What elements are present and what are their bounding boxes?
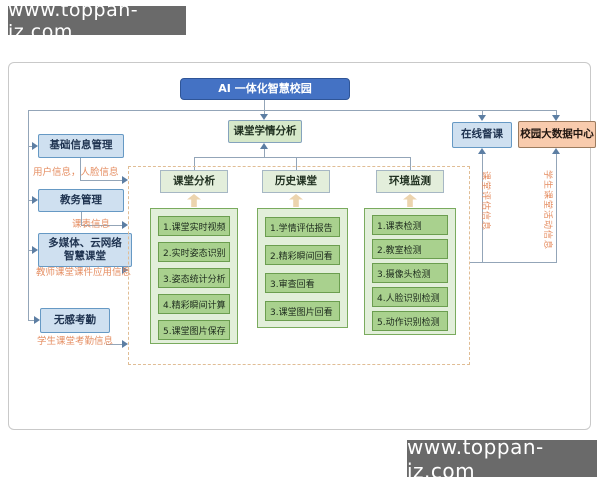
dashed-analysis-boundary: [128, 166, 470, 365]
connector-header2-drop: [296, 157, 297, 170]
arrowhead-right2-top: [552, 115, 560, 121]
arrowhead-right2-bottom: [552, 148, 560, 154]
connector-header3-drop: [410, 157, 411, 170]
node-online-supervision: 在线督课: [452, 122, 512, 148]
annotation-courseware-usage-info: 教师课堂课件应用信息: [36, 267, 132, 278]
connector-root-down: [264, 100, 265, 110]
list-item: 4.精彩瞬间计算: [158, 294, 230, 314]
connector-right1-up: [482, 153, 483, 262]
list-item: 1.课表检测: [372, 215, 448, 235]
arrowhead-ann4: [122, 340, 128, 348]
list-item: 3.课堂图片回看: [265, 301, 340, 321]
list-item: 1.课堂实时视频: [158, 216, 230, 236]
list-item: 3.审查回看: [265, 273, 340, 293]
stub-ann2: [81, 212, 82, 225]
node-root-ai-campus: AI 一体化智慧校园: [180, 78, 350, 100]
vertical-label-student-activity-info: 学生课堂活动信息: [542, 170, 552, 251]
arrowhead-left4: [34, 316, 40, 324]
connector-header1-drop: [194, 157, 195, 170]
connector-center-up: [264, 149, 265, 157]
list-history-classroom: 1.学情评估报告 2.精彩瞬间回看 3.审查回看 3.课堂图片回看: [257, 208, 348, 328]
arrowhead-right1-top: [478, 115, 486, 121]
list-classroom-analysis: 1.课堂实时视频 2.实时姿态识别 3.姿态统计分析 4.精彩瞬间计算 5.课堂…: [150, 208, 238, 344]
connector-left1: [28, 146, 32, 147]
connector-right2-up: [556, 153, 557, 262]
connector-center-drop: [264, 110, 265, 115]
arrowhead-ann2: [122, 221, 128, 229]
node-basic-info-mgmt: 基础信息管理: [38, 134, 124, 158]
annotation-timetable-info: 课表信息: [72, 219, 111, 230]
vertical-label-classroom-evaluation-info: 课堂评估信息: [480, 171, 490, 232]
list-item: 4.人脸识别检测: [372, 287, 448, 307]
annotation-attendance-info: 学生课堂考勤信息: [37, 336, 114, 347]
connector-right-horizontal: [470, 262, 557, 263]
connector-left2: [28, 200, 32, 201]
list-item: 5.动作识别检测: [372, 311, 448, 331]
arrowhead-left1: [32, 142, 38, 150]
connector-right2-drop: [556, 110, 557, 115]
list-environment-monitor: 1.课表检测 2.教室检测 3.摄像头检测 4.人脸识别检测 5.动作识别检测: [364, 208, 456, 335]
connector-headers-horizontal: [194, 157, 410, 158]
list-item: 3.摄像头检测: [372, 263, 448, 283]
watermark-top: www.toppan-jz.com: [8, 0, 186, 43]
connector-main-horizontal: [28, 110, 557, 111]
header-environment-monitor: 环境监测: [376, 170, 444, 193]
list-item: 2.实时姿态识别: [158, 242, 230, 262]
arrowhead-center-top: [260, 114, 268, 120]
arrowhead-left2: [32, 196, 38, 204]
connector-left-trunk: [28, 110, 29, 320]
list-item: 3.姿态统计分析: [158, 268, 230, 288]
arrowhead-center-bottom: [260, 143, 268, 149]
arrowhead-left3: [32, 246, 38, 254]
list-item: 2.精彩瞬间回看: [265, 245, 340, 265]
watermark-bottom: www.toppan-jz.com: [407, 435, 597, 483]
connector-left3: [28, 250, 32, 251]
arrowhead-right1-bottom: [478, 148, 486, 154]
list-item: 5.课堂图片保存: [158, 320, 230, 340]
node-multimedia-cloud-classroom: 多媒体、云网络 智慧课堂: [38, 233, 132, 267]
stub-ann1: [80, 158, 81, 180]
header-classroom-analysis: 课堂分析: [160, 170, 228, 193]
annotation-user-face-info: 用户信息，人脸信息: [33, 167, 119, 178]
connector-ann2: [81, 225, 122, 226]
list-item: 2.教室检测: [372, 239, 448, 259]
node-seamless-attendance: 无感考勤: [40, 308, 110, 333]
list-item: 1.学情评估报告: [265, 217, 340, 237]
arrowhead-ann3: [122, 266, 128, 274]
connector-ann1: [80, 180, 122, 181]
arrowhead-ann1: [122, 176, 128, 184]
connector-right1-drop: [482, 110, 483, 115]
node-classroom-analysis-center: 课堂学情分析: [228, 120, 302, 143]
header-history-classroom: 历史课堂: [262, 170, 330, 193]
node-campus-bigdata-center: 校园大数据中心: [518, 121, 596, 148]
node-academic-mgmt: 教务管理: [38, 189, 124, 212]
connector-left4: [28, 320, 34, 321]
connector-ann4: [106, 344, 122, 345]
